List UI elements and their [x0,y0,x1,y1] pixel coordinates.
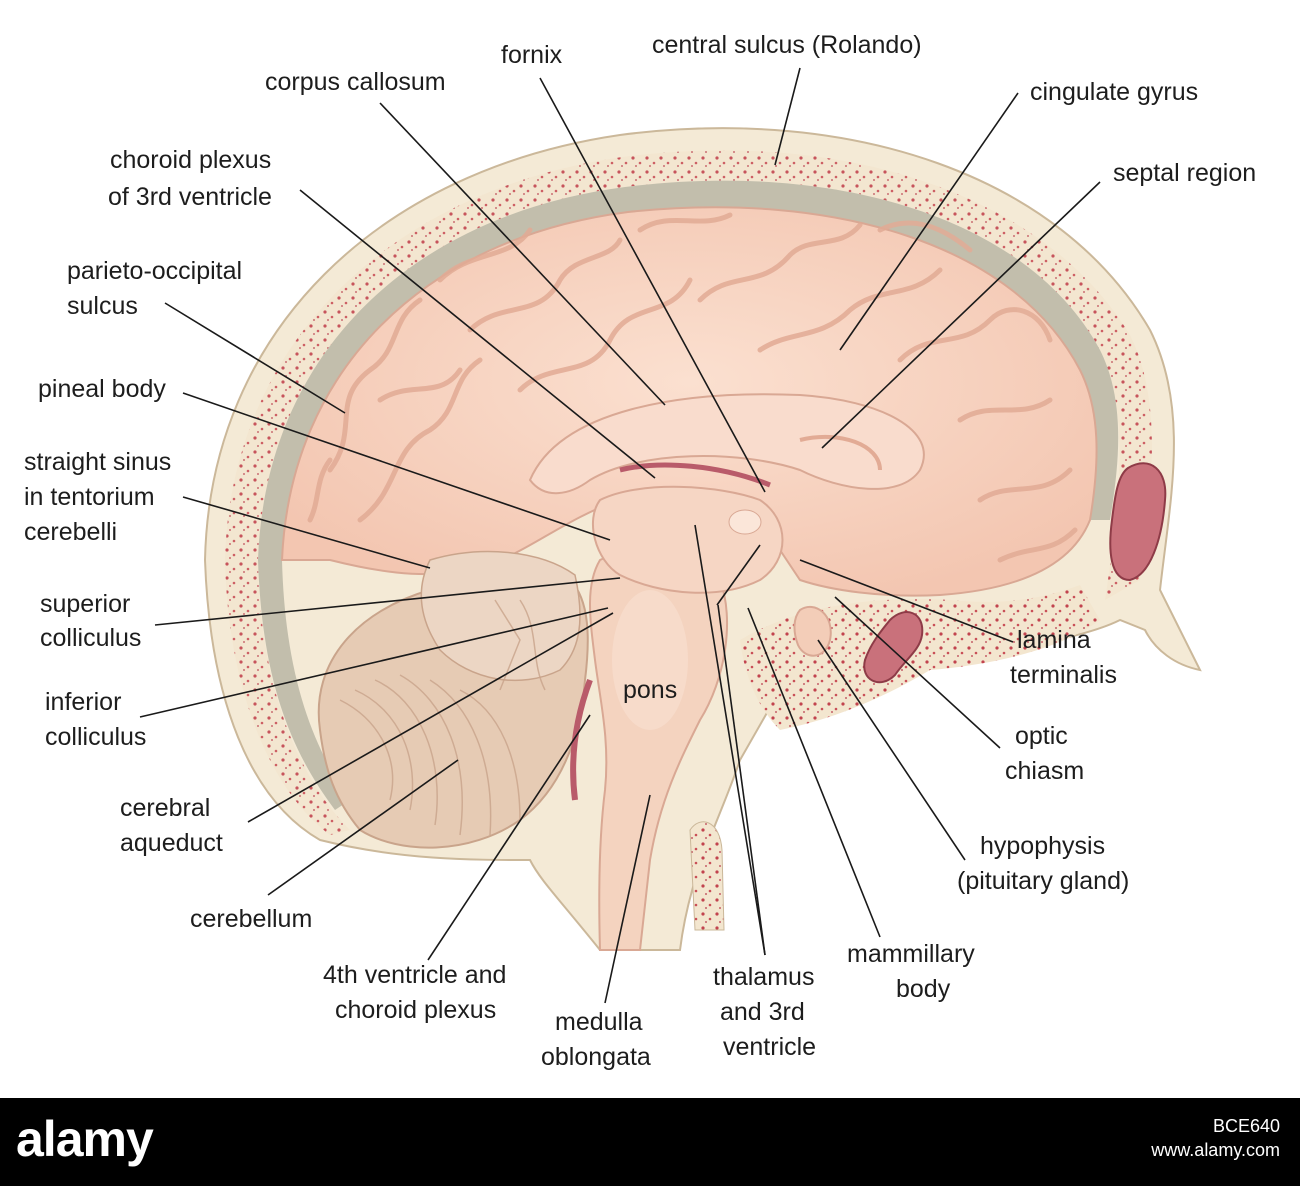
label-medulla-line1: medulla [555,1008,643,1036]
label-mammillary-line1: mammillary [847,940,975,968]
leader-superior-colliculus [154,577,621,626]
label-pons: pons [623,676,677,704]
label-parieto-occipital-line2: sulcus [67,292,138,320]
label-parieto-occipital-line1: parieto-occipital [67,257,242,285]
leader-mammillary [747,607,881,938]
label-septal-region: septal region [1113,159,1256,187]
label-cerebral-aqueduct-line1: cerebral [120,794,210,822]
leader-cerebellum [267,759,459,896]
label-corpus-callosum: corpus callosum [265,68,446,96]
label-thalamus-line2: and 3rd [720,998,805,1026]
leader-cerebral-aqueduct [247,612,614,823]
label-straight-sinus-line1: straight sinus [24,448,171,476]
label-superior-colliculus-line2: colliculus [40,624,141,652]
label-central-sulcus: central sulcus (Rolando) [652,31,922,59]
cerebellum-shape [317,550,589,849]
label-cingulate-gyrus: cingulate gyrus [1030,78,1198,106]
stock-url: www.alamy.com [1151,1140,1280,1160]
label-mammillary-line2: body [896,975,951,1003]
label-hypophysis-line2: (pituitary gland) [957,867,1129,895]
labels: fornix central sulcus (Rolando) corpus c… [24,31,1256,1071]
label-choroid-plexus-3rd-line2: of 3rd ventricle [108,183,272,211]
leader-thalamus-c [716,544,761,606]
label-hypophysis-line1: hypophysis [980,832,1105,860]
label-lamina-terminalis-line2: terminalis [1010,661,1117,689]
label-optic-chiasm-line1: optic [1015,722,1068,750]
label-choroid-plexus-3rd-line1: choroid plexus [110,146,271,174]
label-4th-ventricle-line1: 4th ventricle and [323,961,506,989]
leader-optic-chiasm [834,596,1001,749]
leader-cingulate-gyrus [839,92,1019,351]
label-optic-chiasm-line2: chiasm [1005,757,1084,785]
leader-inferior-colliculus [139,607,609,718]
leader-medulla [604,794,651,1004]
label-4th-ventricle-line2: choroid plexus [335,996,496,1024]
label-straight-sinus-line3: cerebelli [24,518,117,546]
stock-image-info: BCE640 www.alamy.com [1151,1114,1280,1162]
label-pineal-body: pineal body [38,375,166,403]
label-straight-sinus-line2: in tentorium [24,483,155,511]
label-cerebellum: cerebellum [190,905,312,933]
label-inferior-colliculus-line2: colliculus [45,723,146,751]
leader-straight-sinus [182,496,431,569]
leader-septal-region [821,181,1101,449]
label-fornix: fornix [501,41,563,69]
leader-parieto-occipital [164,302,346,414]
label-thalamus-line3: ventricle [723,1033,816,1061]
leader-thalamus-b [717,604,766,956]
label-thalamus-line1: thalamus [713,963,814,991]
leader-corpus-callosum [379,102,666,406]
leader-hypophysis [817,639,966,861]
cerebrum [280,206,1098,597]
leader-choroid-plexus-3rd [299,189,656,479]
brainstem [570,485,832,951]
label-medulla-line2: oblongata [541,1043,651,1071]
leader-lines [139,67,1101,1004]
label-lamina-terminalis-line1: lamina [1017,626,1091,654]
stock-image-id: BCE640 [1212,1116,1280,1136]
leader-lamina-terminalis [799,559,1014,643]
leader-thalamus [694,524,766,956]
label-inferior-colliculus-line1: inferior [45,688,121,716]
label-cerebral-aqueduct-line2: aqueduct [120,829,223,857]
alamy-logo: alamy [16,1111,154,1167]
leader-4th-ventricle [427,714,591,961]
leader-pineal-body [182,392,611,541]
leader-central-sulcus [774,67,801,166]
leader-fornix [539,77,766,493]
label-superior-colliculus-line1: superior [40,590,130,618]
watermark-footer [0,1098,1300,1186]
